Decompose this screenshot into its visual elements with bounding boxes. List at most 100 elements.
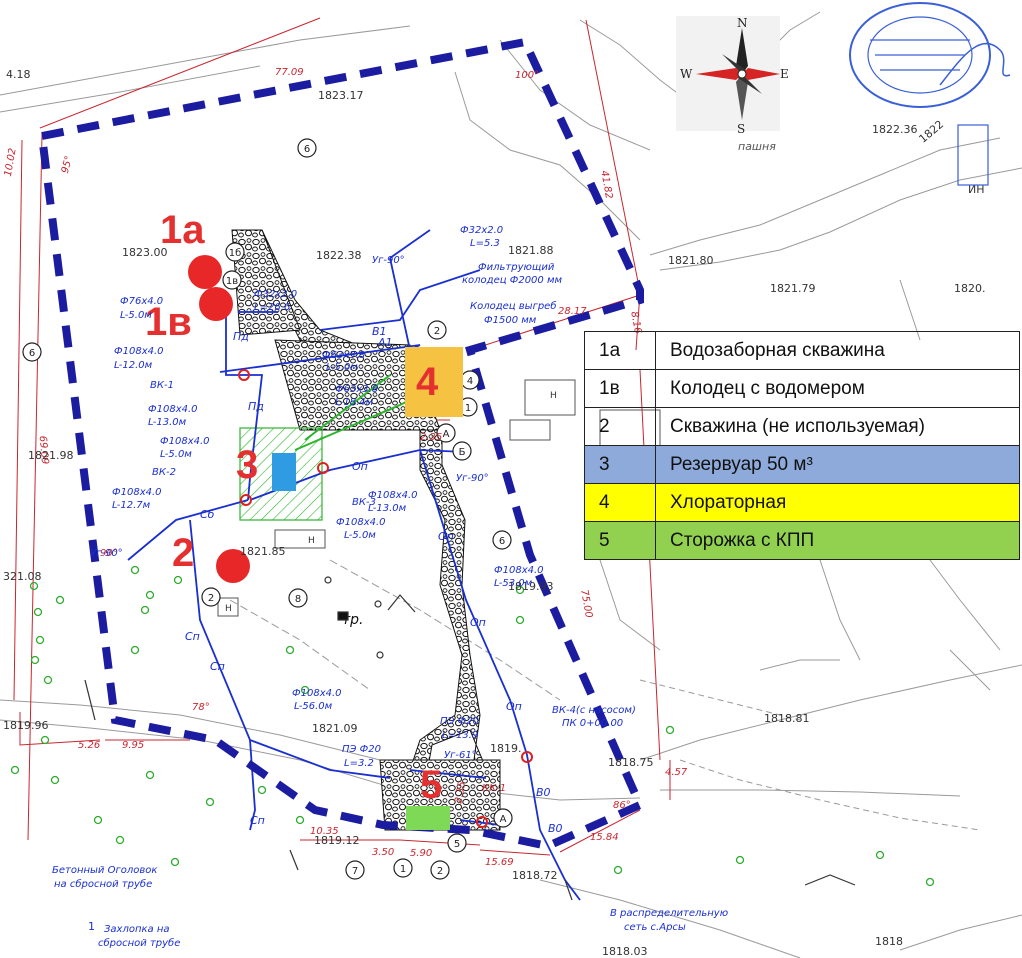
ref-2-well: 2 (208, 593, 214, 604)
callout-40: Уг-61° (444, 750, 477, 761)
pipe-op2: Оп (470, 616, 486, 629)
elev-14: 1819. (490, 742, 522, 755)
callout-22: Ф63х3.8 (322, 350, 365, 361)
reference-circles (22, 138, 513, 880)
callout-28: L-13.0м (368, 503, 407, 514)
elev-22: 1822 (916, 118, 946, 146)
ref-2-top: 2 (434, 326, 440, 337)
callout-46: Захлопка на (104, 924, 170, 935)
marker-well-2 (216, 549, 250, 583)
elev-5: 1822.38 (316, 249, 362, 262)
callout-13: L-12.0м (114, 360, 153, 371)
ref-1-bottom: 1 (400, 864, 406, 875)
label-3: 3 (236, 443, 258, 487)
callout-20: Ф108х4.0 (112, 487, 162, 498)
pipe-a1: А1 (377, 336, 393, 349)
callout-17: Ф108х4.0 (160, 436, 210, 447)
elev-13: 1821.09 (312, 722, 358, 735)
site-boundary (37, 37, 646, 851)
dim-75: 75.00 (578, 589, 594, 619)
label-1a: 1а (160, 208, 205, 252)
label-zahlopka-num: 1 (88, 920, 95, 933)
dim-1569: 15.69 (485, 857, 514, 868)
callout-11: L-5.0м (120, 310, 152, 321)
callout-31: L-5.0м (344, 530, 376, 541)
ref-1b: 1б (229, 248, 242, 259)
callout-44: Бетонный Оголовок (52, 865, 157, 876)
dim-1035: 10.35 (310, 826, 339, 837)
callout-32: Ф108х4.0 (494, 565, 544, 576)
callout-10: Ф76х4.0 (120, 296, 163, 307)
ref-8: 8 (295, 594, 301, 605)
legend-num: 5 (584, 521, 656, 560)
elev-21: 1818 (875, 935, 903, 948)
callout-15: Ф108х4.0 (148, 404, 198, 415)
callout-18: L-5.0м (160, 449, 192, 460)
legend-text: Колодец с водомером (655, 369, 1020, 408)
compass-s: S (737, 122, 745, 136)
callout-45: на сбросной трубе (54, 878, 152, 890)
label-pashnya: пашня (738, 140, 776, 153)
callout-48: В распределительную (610, 908, 728, 919)
elev-3: 1822.36 (872, 123, 918, 136)
dim-235a: 2.35 (420, 432, 442, 443)
callout-14: ВК-1 (150, 380, 174, 391)
ref-4: 4 (467, 376, 473, 387)
ref-6a: 6 (304, 144, 310, 155)
callout-2: L=5.3 (470, 238, 500, 249)
legend-num: 1а (584, 331, 656, 370)
dim-78: 78° (192, 702, 210, 713)
callout-34: Ф108х4.0 (292, 688, 342, 699)
dim-69: 69.09 (37, 435, 50, 464)
marker-meter-well-1v (199, 287, 233, 321)
callout-39: L=3.2 (344, 758, 374, 769)
legend-text: Сторожка с КПП (655, 521, 1020, 560)
elev-9: 1820. (954, 282, 986, 295)
callout-4: колодец Ф2000 мм (462, 275, 563, 286)
dimension-lines (13, 17, 671, 856)
valve-markers (238, 369, 533, 828)
dim-590: 5.90 (410, 848, 432, 859)
ref-2-bottom: 2 (437, 866, 443, 877)
elev-16: 1819.12 (314, 834, 360, 847)
dim-1584: 15.84 (590, 832, 619, 843)
pipe-v1: В1 (372, 325, 387, 338)
official-stamp (849, 2, 1011, 186)
pipe-v0b: В0 (548, 822, 563, 835)
legend-num: 2 (584, 407, 656, 446)
pipe-op3: Оп (506, 700, 522, 713)
dim-457: 4.57 (665, 767, 688, 778)
dim-95: 95° (60, 155, 75, 175)
legend-num: 1в (584, 369, 656, 408)
callout-47: сбросной трубе (98, 937, 180, 949)
compass-e: E (780, 67, 789, 81)
callout-25: L-18.4м (335, 397, 374, 408)
dim-100: 100° (515, 70, 539, 81)
legend-text: Резервуар 50 м³ (655, 445, 1020, 484)
dim-526: 5.26 (78, 740, 100, 751)
callout-24: Ф63х3.8 (335, 384, 378, 395)
dim-995: 9.95 (122, 740, 144, 751)
elev-20: 1818.03 (602, 945, 648, 958)
pipe-pd2: Пд (248, 400, 264, 413)
callout-27: Ф108х4.0 (368, 490, 418, 501)
marker-reservoir-3 (272, 453, 296, 491)
callout-38: ПЭ Ф20 (342, 744, 381, 755)
ref-5: 5 (454, 839, 460, 850)
dim-86: 86° (613, 800, 631, 811)
compass-w: W (680, 67, 693, 81)
callout-19: ВК-2 (152, 467, 176, 478)
elev-11: 1821.85 (240, 545, 286, 558)
elev-12: 1819.93 (508, 580, 554, 593)
elev-15: 1819.96 (3, 719, 49, 732)
elev-4: 1823.00 (122, 246, 168, 259)
callout-9: L=26.6 (254, 302, 290, 313)
callout-23: L-5.0м (326, 362, 358, 373)
